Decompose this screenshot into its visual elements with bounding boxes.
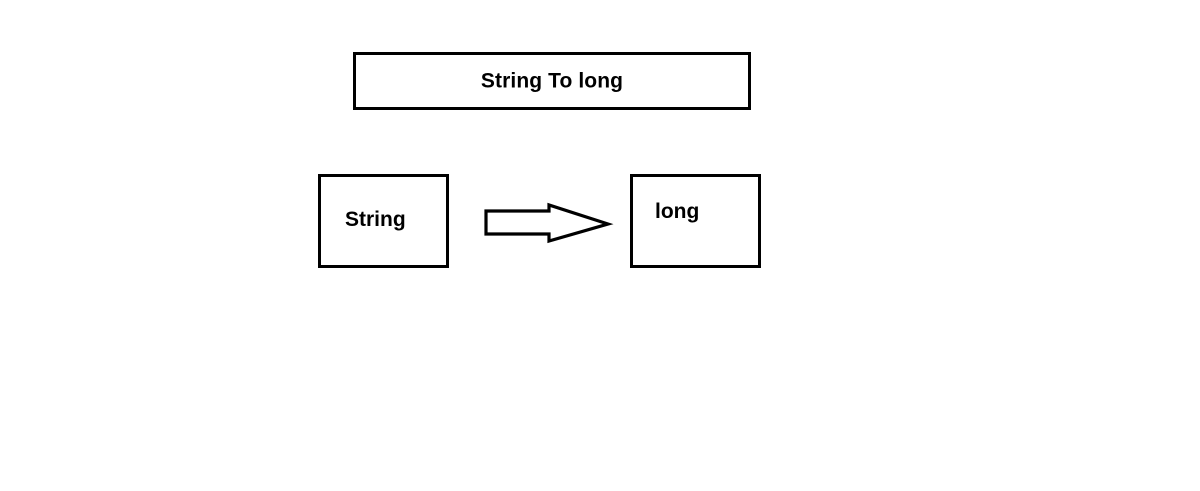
source-node: String	[318, 174, 449, 268]
target-node: long	[630, 174, 761, 268]
title-banner: String To long	[353, 52, 751, 110]
arrow-outline	[484, 202, 614, 244]
source-node-label: String	[345, 208, 406, 231]
block-arrow-right-icon	[480, 198, 616, 250]
block-arrow-right-shape	[484, 202, 614, 244]
target-node-label: long	[655, 200, 700, 223]
title-banner-label: String To long	[480, 69, 624, 93]
